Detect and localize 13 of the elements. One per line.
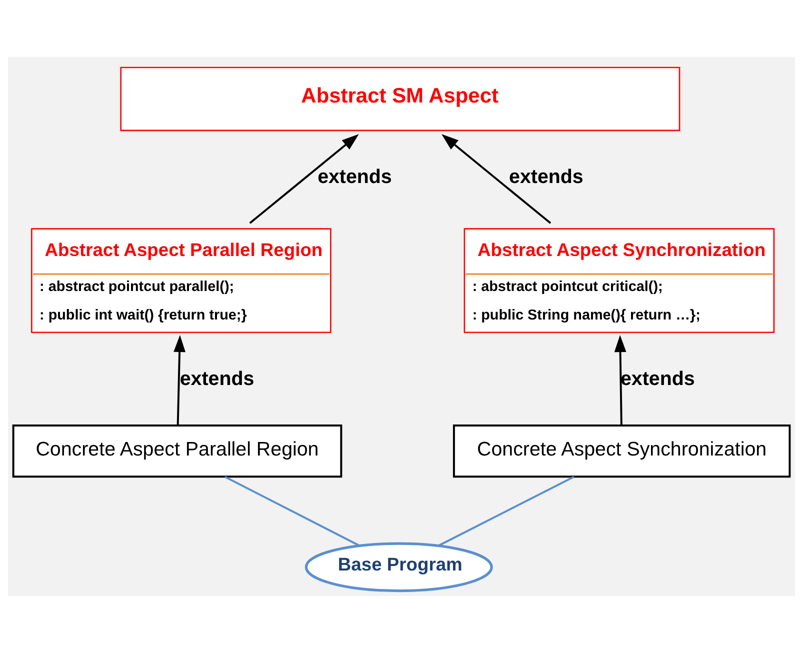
- node-box: Concrete Aspect Parallel Region: [12, 424, 342, 478]
- node-ellipse: Base Program: [304, 542, 493, 592]
- arrow: [442, 134, 552, 224]
- edge-label: extends: [180, 367, 254, 390]
- edge-label: extends: [509, 165, 584, 188]
- arrow: [174, 334, 186, 425]
- node-box: Concrete Aspect Synchronization: [452, 424, 791, 478]
- arrow: [249, 134, 359, 224]
- connector: [224, 475, 360, 546]
- edge-label: extends: [318, 165, 392, 188]
- arrow: [614, 334, 626, 425]
- connector: [438, 475, 574, 546]
- edge-label: extends: [620, 367, 695, 390]
